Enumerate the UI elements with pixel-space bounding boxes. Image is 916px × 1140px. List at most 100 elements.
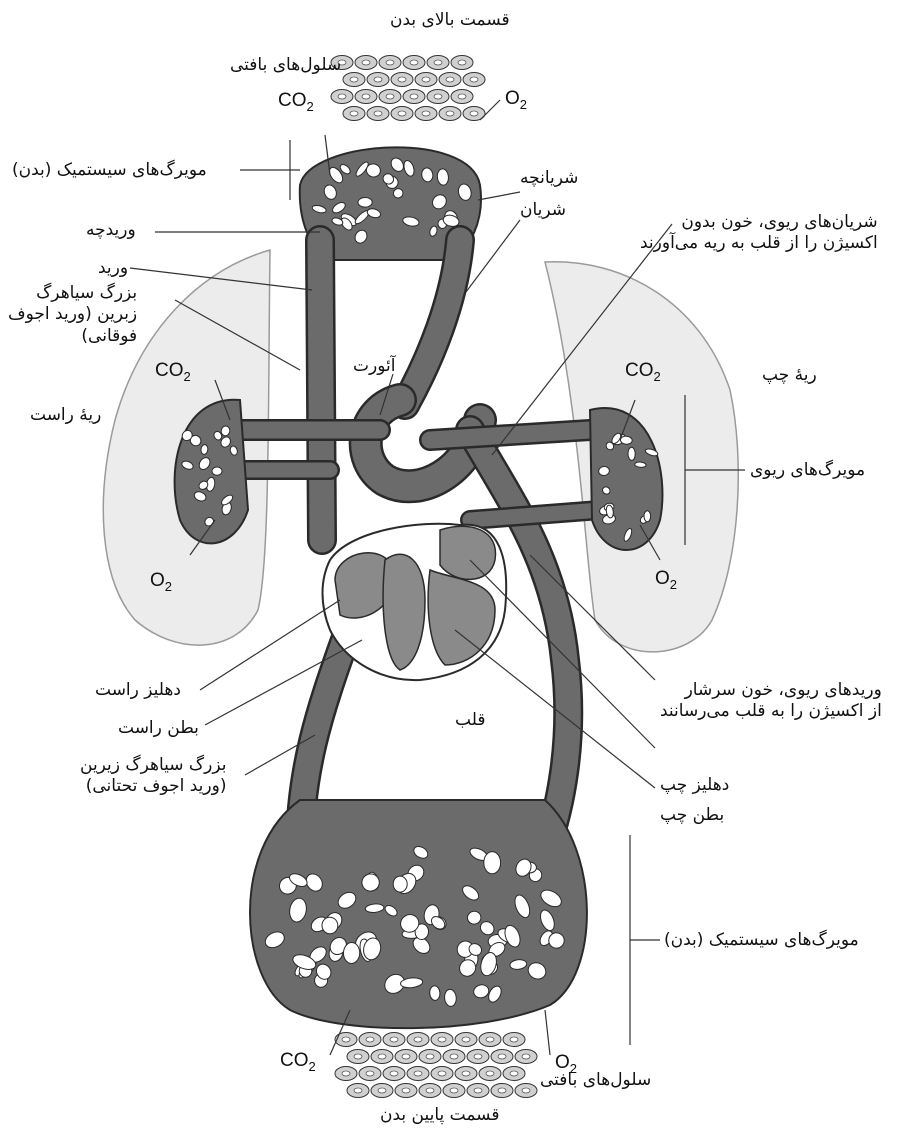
superior-vena-cava-label: بزرگ سیاهرگ زبرین (ورید اجوف فوقانی) bbox=[8, 283, 137, 347]
cell-nucleus bbox=[350, 77, 358, 82]
arteriole-label: شریانچه bbox=[520, 168, 578, 189]
cell-nucleus bbox=[378, 1054, 386, 1059]
co2-label-bottom: CO2 bbox=[280, 1050, 316, 1074]
capillary-gap bbox=[644, 511, 651, 522]
cell-nucleus bbox=[410, 60, 418, 65]
o2-label-top: O2 bbox=[505, 88, 527, 112]
capillary-gap bbox=[393, 876, 408, 892]
tissue-cells-lower bbox=[335, 1033, 537, 1098]
heart-label: قلب bbox=[455, 710, 485, 731]
cell-nucleus bbox=[434, 60, 442, 65]
cell-nucleus bbox=[462, 1037, 470, 1042]
cell-nucleus bbox=[342, 1037, 350, 1042]
capillary-gap bbox=[548, 932, 564, 948]
cell-nucleus bbox=[378, 1088, 386, 1093]
cell-nucleus bbox=[486, 1037, 494, 1042]
pulmonary-capillaries-label: مویرگ‌های ریوی bbox=[750, 460, 865, 481]
cell-nucleus bbox=[470, 111, 478, 116]
cell-nucleus bbox=[410, 94, 418, 99]
cell-nucleus bbox=[362, 94, 370, 99]
cell-nucleus bbox=[350, 111, 358, 116]
cell-nucleus bbox=[414, 1071, 422, 1076]
o2-label-left-lung: O2 bbox=[655, 568, 677, 592]
cell-nucleus bbox=[386, 60, 394, 65]
capillary-gap bbox=[358, 197, 372, 207]
cell-nucleus bbox=[498, 1088, 506, 1093]
cell-nucleus bbox=[438, 1037, 446, 1042]
cell-nucleus bbox=[398, 77, 406, 82]
cell-nucleus bbox=[386, 94, 394, 99]
co2-label-right-lung: CO2 bbox=[155, 360, 191, 384]
cell-nucleus bbox=[486, 1071, 494, 1076]
artery-label: شریان bbox=[520, 200, 566, 221]
pulmonary-arteries-label: شریان‌های ریوی، خون بدون اکسیژن را از قل… bbox=[640, 212, 878, 255]
tissue-cells-upper bbox=[331, 56, 485, 121]
systemic-capillaries-top-label: مویرگ‌های سیستمیک (بدن) bbox=[12, 160, 207, 181]
cell-nucleus bbox=[450, 1054, 458, 1059]
left-ventricle-label: بطن چپ bbox=[660, 805, 724, 826]
cell-nucleus bbox=[522, 1088, 530, 1093]
capillary-gap bbox=[634, 462, 646, 468]
cell-nucleus bbox=[354, 1054, 362, 1059]
capillary-gap bbox=[484, 852, 501, 874]
cell-nucleus bbox=[458, 60, 466, 65]
cell-nucleus bbox=[374, 111, 382, 116]
cell-nucleus bbox=[338, 94, 346, 99]
cell-nucleus bbox=[426, 1088, 434, 1093]
tissue-cells-top-label: سلول‌های بافتی bbox=[230, 55, 341, 76]
pulmonary-veins-label: وریدهای ریوی، خون سرشار از اکسیژن را به … bbox=[660, 680, 882, 723]
cell-nucleus bbox=[510, 1071, 518, 1076]
co2-label-left-lung: CO2 bbox=[625, 360, 661, 384]
cell-nucleus bbox=[474, 1088, 482, 1093]
left-atrium-label: دهلیز چپ bbox=[660, 775, 729, 796]
right-lung-label: ریهٔ راست bbox=[30, 405, 101, 426]
cell-nucleus bbox=[366, 1037, 374, 1042]
cell-nucleus bbox=[458, 94, 466, 99]
systemic-capillaries-bottom-label: مویرگ‌های سیستمیک (بدن) bbox=[664, 930, 859, 951]
capillary-gap bbox=[212, 467, 222, 475]
co2-label-top: CO2 bbox=[278, 90, 314, 114]
lower-body-label: قسمت پایین بدن bbox=[380, 1105, 499, 1126]
cell-nucleus bbox=[354, 1088, 362, 1093]
upper-body-label: قسمت بالای بدن bbox=[390, 10, 510, 31]
cell-nucleus bbox=[446, 77, 454, 82]
o2-label-bottom: O2 bbox=[555, 1052, 577, 1076]
cell-nucleus bbox=[422, 111, 430, 116]
left-atrium-chamber bbox=[440, 526, 496, 579]
cell-nucleus bbox=[366, 1071, 374, 1076]
cell-nucleus bbox=[398, 111, 406, 116]
cell-nucleus bbox=[446, 111, 454, 116]
cell-nucleus bbox=[498, 1054, 506, 1059]
heart bbox=[323, 524, 507, 680]
cell-nucleus bbox=[390, 1071, 398, 1076]
left-lung-label: ریهٔ چپ bbox=[762, 365, 817, 386]
cell-nucleus bbox=[470, 77, 478, 82]
cell-nucleus bbox=[510, 1037, 518, 1042]
capillary-gap bbox=[620, 436, 632, 445]
cell-nucleus bbox=[374, 77, 382, 82]
vein-label: ورید bbox=[98, 258, 128, 279]
cell-nucleus bbox=[450, 1088, 458, 1093]
aorta-label: آئورت bbox=[353, 356, 395, 377]
cell-nucleus bbox=[390, 1037, 398, 1042]
cell-nucleus bbox=[462, 1071, 470, 1076]
right-ventricle-label: بطن راست bbox=[118, 718, 199, 739]
capillary-gap bbox=[628, 447, 635, 460]
cell-nucleus bbox=[362, 60, 370, 65]
cell-nucleus bbox=[438, 1071, 446, 1076]
cell-nucleus bbox=[426, 1054, 434, 1059]
cell-nucleus bbox=[434, 94, 442, 99]
cell-nucleus bbox=[522, 1054, 530, 1059]
capillary-gap bbox=[343, 942, 360, 964]
cell-nucleus bbox=[402, 1088, 410, 1093]
inferior-vena-cava-label: بزرگ سیاهرگ زیرین (ورید اجوف تحتانی) bbox=[80, 755, 226, 798]
right-atrium-label: دهلیز راست bbox=[95, 680, 181, 701]
cell-nucleus bbox=[474, 1054, 482, 1059]
cell-nucleus bbox=[422, 77, 430, 82]
o2-label-right-lung: O2 bbox=[150, 570, 172, 594]
cell-nucleus bbox=[402, 1054, 410, 1059]
venule-label: وریدچه bbox=[86, 220, 136, 241]
cell-nucleus bbox=[342, 1071, 350, 1076]
cell-nucleus bbox=[414, 1037, 422, 1042]
